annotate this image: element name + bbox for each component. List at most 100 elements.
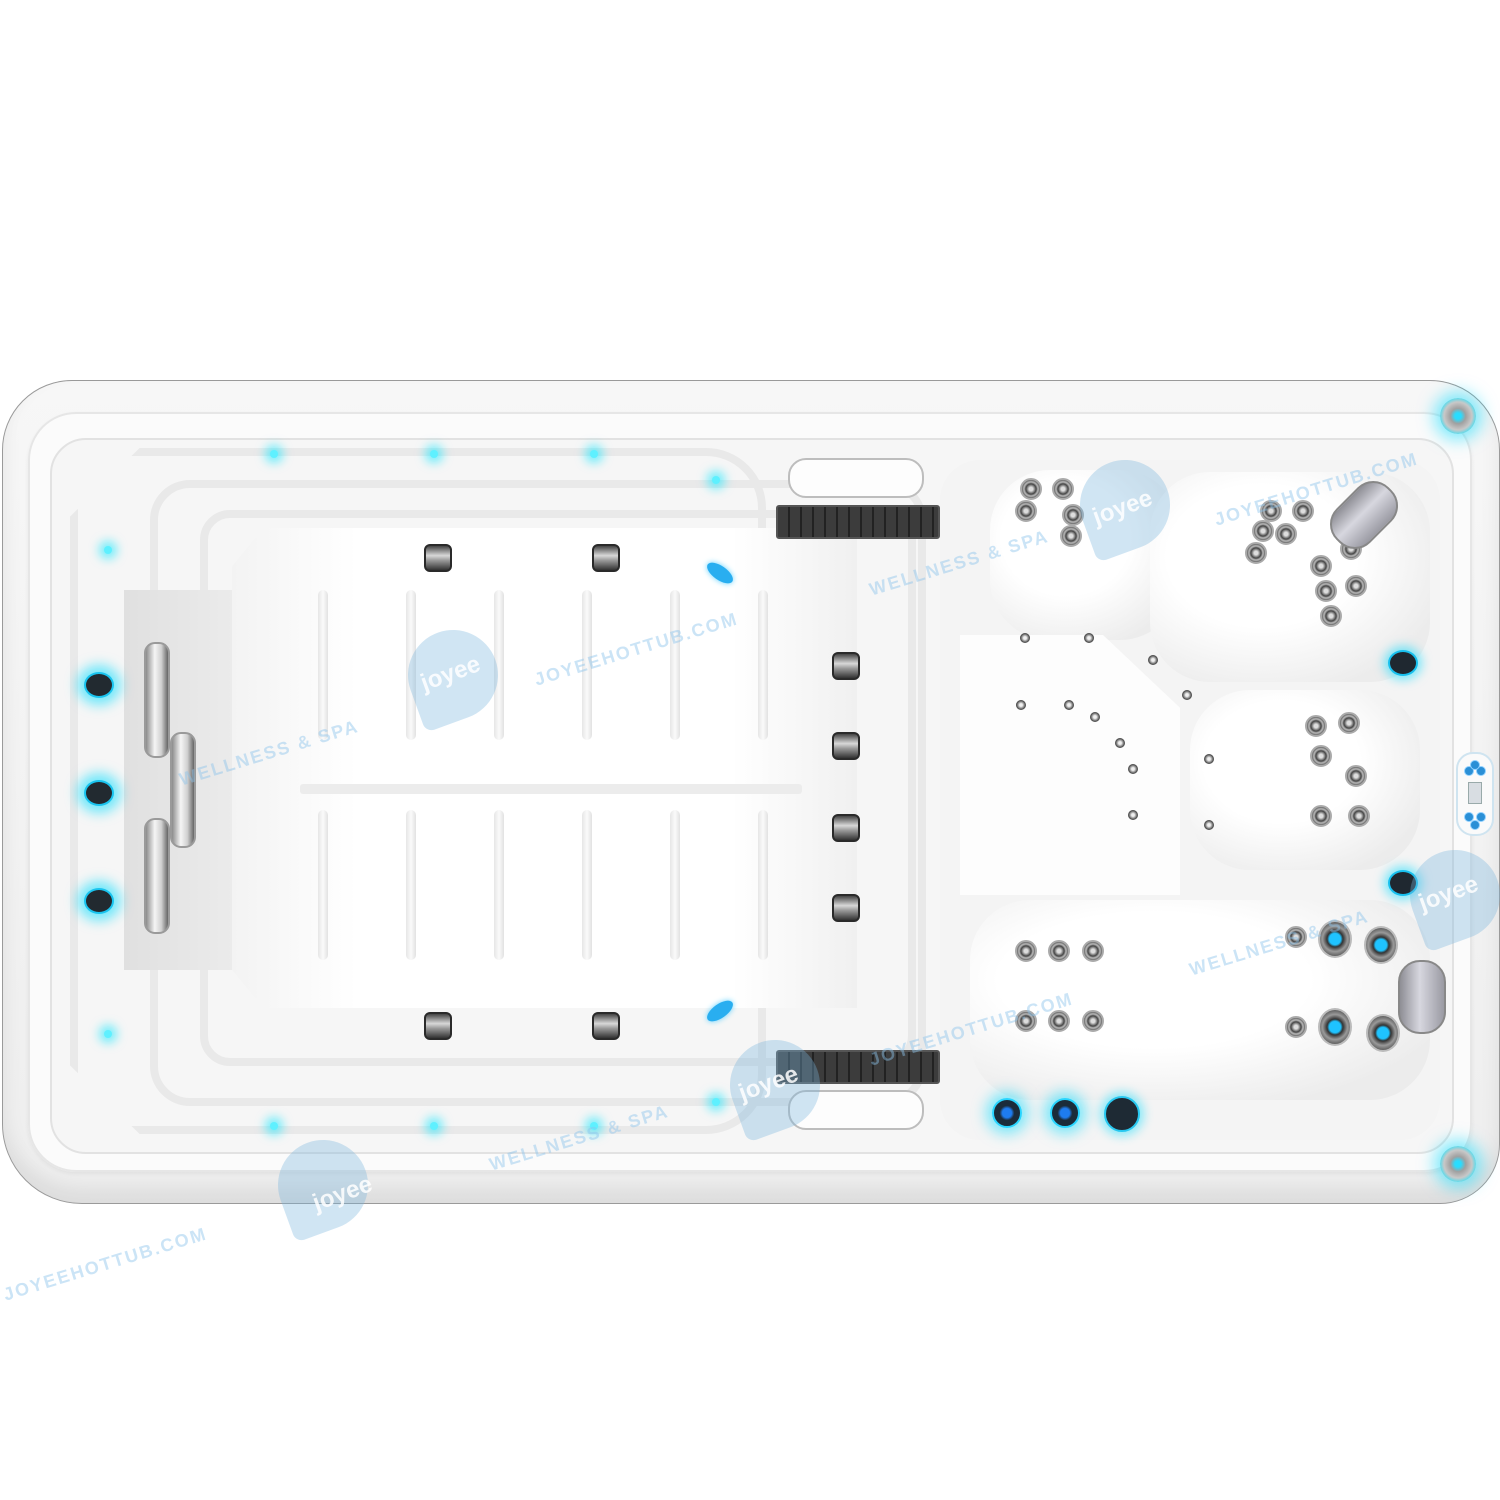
mini-jet [1204, 754, 1214, 764]
spa-jet [1015, 940, 1037, 962]
spa-jet [1292, 500, 1314, 522]
headrest [1398, 960, 1446, 1034]
floor-ridge [758, 590, 768, 740]
rim-light [430, 1122, 438, 1130]
swim-floor [232, 528, 857, 1008]
spa-jet [1020, 478, 1042, 500]
rim-light [104, 546, 112, 554]
led-jet [84, 888, 114, 914]
spa-jet [1285, 926, 1307, 948]
spa-jet [1345, 765, 1367, 787]
spa-jet [1345, 575, 1367, 597]
floor-ridge [582, 590, 592, 740]
swim-jet [832, 894, 860, 922]
spa-jet [1285, 1016, 1307, 1038]
floor-ridge [318, 810, 328, 960]
spa-jet [1310, 745, 1332, 767]
swim-jet [832, 652, 860, 680]
side-led-jet [1388, 870, 1418, 896]
panel-button[interactable] [1464, 812, 1474, 822]
mini-jet [1204, 820, 1214, 830]
swim-jet [592, 544, 620, 572]
spa-jet [1260, 500, 1282, 522]
skimmer-grille [776, 1050, 940, 1084]
floor-ridge [758, 810, 768, 960]
panel-button[interactable] [1470, 820, 1480, 830]
corner-light [1440, 398, 1476, 434]
spa-jet [1060, 525, 1082, 547]
spa-lounger-seat [970, 900, 1430, 1100]
floor-ridge [494, 590, 504, 740]
top-pillow [788, 458, 924, 498]
mini-jet [1020, 633, 1030, 643]
swim-jet [592, 1012, 620, 1040]
air-control-knob[interactable] [1104, 1096, 1140, 1132]
spa-jet [1348, 805, 1370, 827]
floor-ridge [670, 590, 680, 740]
floor-crossbar [300, 784, 802, 794]
rim-light [270, 450, 278, 458]
led-jet [84, 672, 114, 698]
rim-light [590, 1122, 598, 1130]
rim-light [712, 476, 720, 484]
mini-jet [1128, 764, 1138, 774]
spa-jet [1310, 805, 1332, 827]
rim-light [590, 450, 598, 458]
led-massage-jet [1318, 920, 1352, 958]
rim-light [270, 1122, 278, 1130]
spa-jet [1320, 605, 1342, 627]
floor-ridge [406, 810, 416, 960]
spa-jet [1310, 555, 1332, 577]
spa-jet [1252, 520, 1274, 542]
spa-seat-middle [1190, 690, 1420, 870]
rim-light [430, 450, 438, 458]
swim-jet [832, 732, 860, 760]
mini-jet [1115, 738, 1125, 748]
swim-jet [832, 814, 860, 842]
panel-button[interactable] [1470, 760, 1480, 770]
floor-ridge [318, 590, 328, 740]
bottom-pillow [788, 1090, 924, 1130]
spa-jet [1015, 500, 1037, 522]
floor-ridge [670, 810, 680, 960]
spa-jet [1305, 715, 1327, 737]
mini-jet [1148, 655, 1158, 665]
swim-jet [424, 544, 452, 572]
rim-light [104, 1030, 112, 1038]
topside-control-panel[interactable] [1456, 752, 1494, 836]
site-watermark: JOYEEHOTTUB.COM [0, 1223, 210, 1305]
control-knob[interactable] [1050, 1098, 1080, 1128]
grab-handle [144, 642, 170, 758]
skimmer-grille [776, 505, 940, 539]
mini-jet [1064, 700, 1074, 710]
panel-display [1468, 782, 1482, 804]
panel-button[interactable] [1476, 766, 1486, 776]
floor-ridge [494, 810, 504, 960]
side-led-jet [1388, 650, 1418, 676]
spa-jet [1015, 1010, 1037, 1032]
swim-jet [424, 1012, 452, 1040]
led-jet [84, 780, 114, 806]
grab-handle [144, 818, 170, 934]
corner-light [1440, 1146, 1476, 1182]
panel-button[interactable] [1464, 766, 1474, 776]
control-knob[interactable] [992, 1098, 1022, 1128]
panel-button[interactable] [1476, 812, 1486, 822]
led-massage-jet [1364, 926, 1398, 964]
spa-jet [1052, 478, 1074, 500]
spa-jet [1048, 940, 1070, 962]
led-massage-jet [1366, 1014, 1400, 1052]
spa-jet [1082, 940, 1104, 962]
spa-footwell [960, 635, 1180, 895]
floor-ridge [406, 590, 416, 740]
spa-jet [1315, 580, 1337, 602]
led-massage-jet [1318, 1008, 1352, 1046]
rim-light [712, 1098, 720, 1106]
spa-seat-top-left [990, 470, 1180, 640]
mini-jet [1128, 810, 1138, 820]
spa-jet [1048, 1010, 1070, 1032]
spa-jet [1338, 712, 1360, 734]
mini-jet [1182, 690, 1192, 700]
mini-jet [1084, 633, 1094, 643]
spa-jet [1245, 542, 1267, 564]
